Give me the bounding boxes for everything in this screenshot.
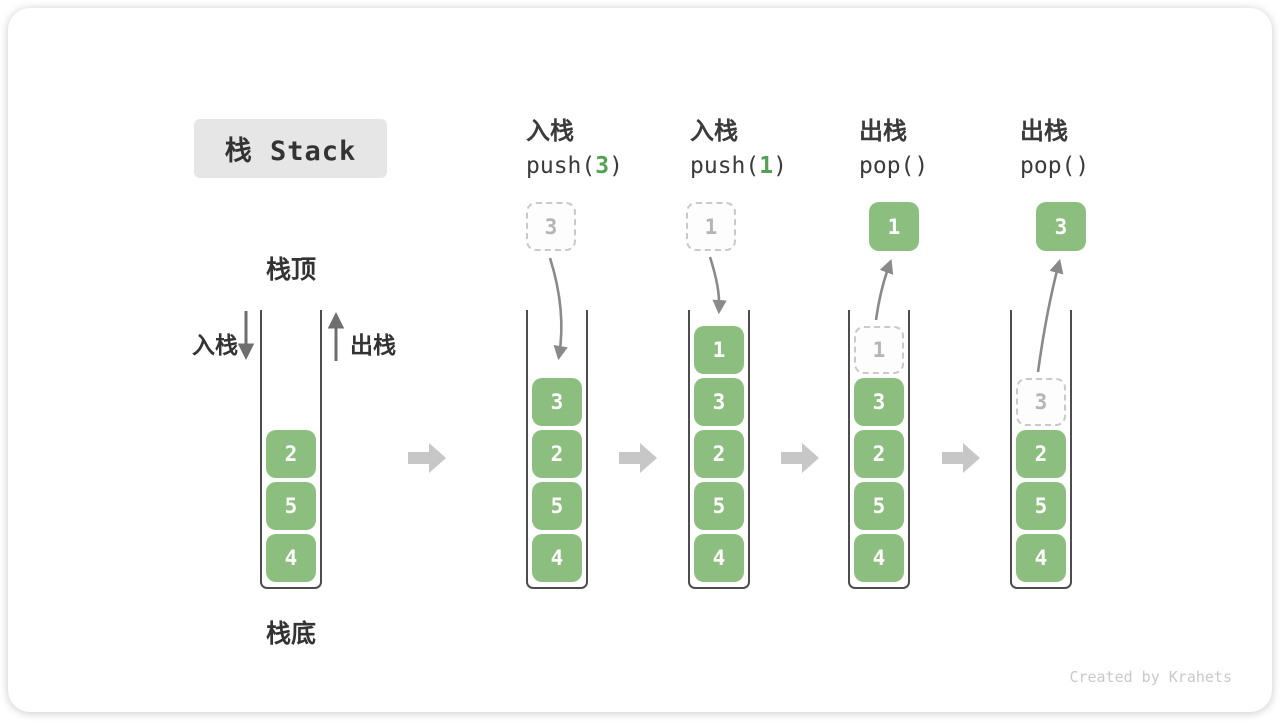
step-header-push-3: 入栈 push(3) [526, 114, 623, 185]
stack-top-label: 栈顶 [265, 255, 316, 284]
stack-element: 4 [532, 534, 582, 582]
step-header-push-1: 入栈 push(1) [690, 114, 787, 185]
stack-element: 5 [854, 482, 904, 530]
step-header-pop-1: 出栈 pop() [859, 114, 928, 185]
stack-element: 2 [694, 430, 744, 478]
stack-container-initial: 2 5 4 [260, 310, 322, 589]
operation-label: 出栈 [859, 117, 907, 145]
stack-bottom-label: 栈底 [265, 619, 316, 648]
stack-element: 4 [1016, 534, 1066, 582]
diagram-card: 栈 Stack 入栈 push(3) 入栈 push(1) 出栈 pop() 出… [8, 8, 1272, 712]
transition-arrow-icon [942, 443, 980, 473]
code-prefix: pop() [859, 153, 929, 179]
title-box: 栈 Stack [194, 119, 387, 178]
code-prefix: push( [690, 153, 760, 179]
stack-element: 3 [694, 378, 744, 426]
stack-element: 2 [266, 430, 316, 478]
stack-container-push-3: 3 2 5 4 [526, 310, 588, 589]
push-label: 入栈 [192, 333, 238, 359]
stack-element: 5 [694, 482, 744, 530]
code-prefix: push( [526, 153, 596, 179]
operation-code: push(1) [690, 148, 787, 185]
popped-value-box-1: 1 [869, 202, 919, 251]
stack-element: 2 [854, 430, 904, 478]
stack-element: 3 [532, 378, 582, 426]
stack-element-removed: 3 [1016, 378, 1066, 426]
stack-element: 5 [532, 482, 582, 530]
transition-arrow-icon [619, 443, 657, 473]
stack-container-pop-1: 1 3 2 5 4 [848, 310, 910, 589]
stack-element-removed: 1 [854, 326, 904, 374]
floating-value-box-push-1: 1 [686, 202, 736, 251]
stack-element: 3 [854, 378, 904, 426]
operation-code: push(3) [526, 148, 623, 185]
code-argument: 1 [759, 153, 774, 179]
stack-container-push-1: 1 3 2 5 4 [688, 310, 750, 589]
stack-element: 5 [266, 482, 316, 530]
code-suffix: ) [609, 153, 623, 179]
stack-container-pop-3: 3 2 5 4 [1010, 310, 1072, 589]
pop-label: 出栈 [350, 333, 396, 359]
operation-code: pop() [859, 148, 928, 185]
stack-element: 1 [694, 326, 744, 374]
code-argument: 3 [595, 153, 610, 179]
stack-element: 2 [1016, 430, 1066, 478]
push-curve-arrow-icon [708, 256, 727, 315]
step-header-pop-3: 出栈 pop() [1020, 114, 1089, 185]
floating-value-box-push-3: 3 [526, 202, 576, 251]
stack-element: 4 [854, 534, 904, 582]
code-prefix: pop() [1020, 153, 1090, 179]
stack-element: 4 [694, 534, 744, 582]
popped-value-box-3: 3 [1036, 202, 1086, 251]
operation-label: 入栈 [690, 117, 738, 145]
transition-arrow-icon [408, 443, 446, 473]
stack-element: 2 [532, 430, 582, 478]
watermark-credit: Created by Krahets [1069, 668, 1232, 686]
operation-code: pop() [1020, 148, 1089, 185]
operation-label: 出栈 [1020, 117, 1068, 145]
code-suffix: ) [773, 153, 787, 179]
operation-label: 入栈 [526, 117, 574, 145]
stack-element: 4 [266, 534, 316, 582]
stack-element: 5 [1016, 482, 1066, 530]
transition-arrow-icon [781, 443, 819, 473]
